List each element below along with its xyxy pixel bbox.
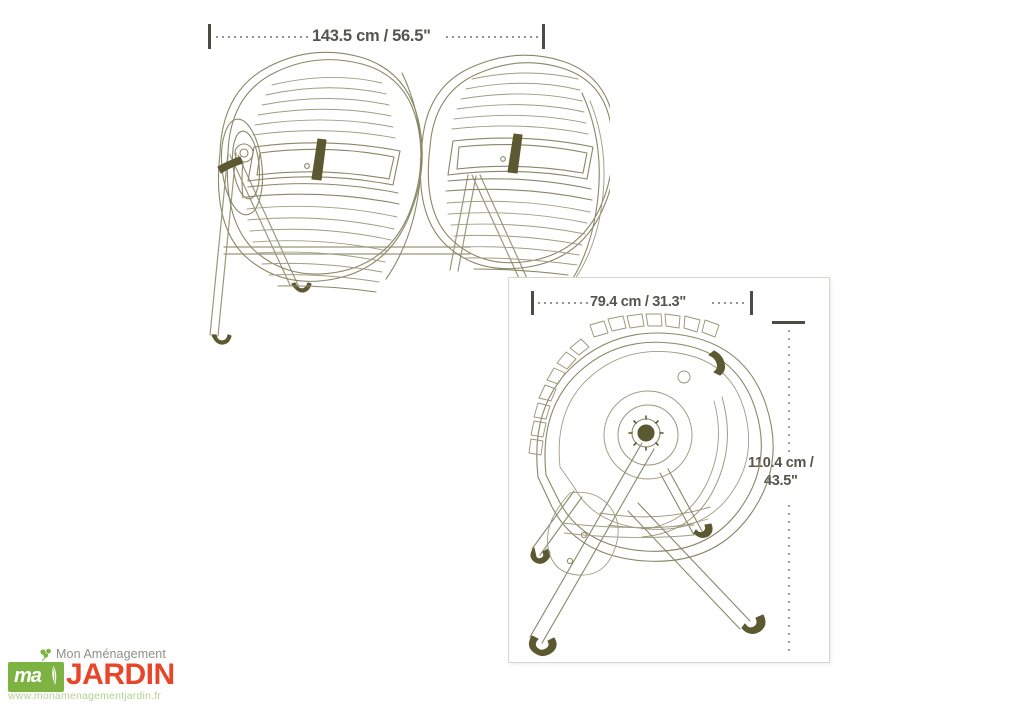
dim-inset-leader-left — [538, 302, 590, 304]
dim-height-leader-lower — [788, 505, 790, 651]
dimension-height-line1: 110.4 cm / — [748, 455, 814, 471]
leaf-icon — [52, 666, 57, 685]
logo-brand: JARDIN — [66, 658, 175, 691]
dim-top-tick-right — [542, 24, 545, 49]
logo-mark-box: ma — [8, 662, 64, 692]
dim-inset-leader-right — [712, 302, 748, 304]
dim-top-tick-left — [208, 24, 211, 49]
dimension-label-height: 110.4 cm /43.5" — [748, 455, 814, 490]
flower-icon — [40, 648, 51, 661]
hatch-left — [247, 138, 401, 186]
logo-mark-text: ma — [14, 665, 42, 687]
dim-height-leader-upper — [788, 330, 790, 452]
logo-tagline: Mon Aménagement — [56, 647, 166, 661]
site-logo[interactable]: ma Mon Aménagement JARDIN www.monamenage… — [8, 647, 208, 702]
dim-inset-tick-left — [531, 291, 534, 315]
drum-right — [419, 54, 610, 290]
drum-left — [217, 51, 423, 293]
dimension-height-line2: 43.5" — [763, 472, 798, 489]
crank-handle — [217, 143, 254, 199]
stand-frame — [209, 152, 554, 345]
hatch-right — [447, 133, 594, 180]
dimension-label-width-top: 143.5 cm / 56.5" — [312, 27, 431, 45]
dim-top-leader-right — [446, 36, 540, 38]
logo-url: www.monamenagementjardin.fr — [8, 690, 162, 702]
dim-inset-tick-right — [750, 291, 753, 315]
dimension-label-width-inset: 79.4 cm / 31.3" — [590, 294, 686, 310]
dim-height-tick-top — [772, 321, 805, 324]
dim-top-leader-left — [216, 36, 312, 38]
